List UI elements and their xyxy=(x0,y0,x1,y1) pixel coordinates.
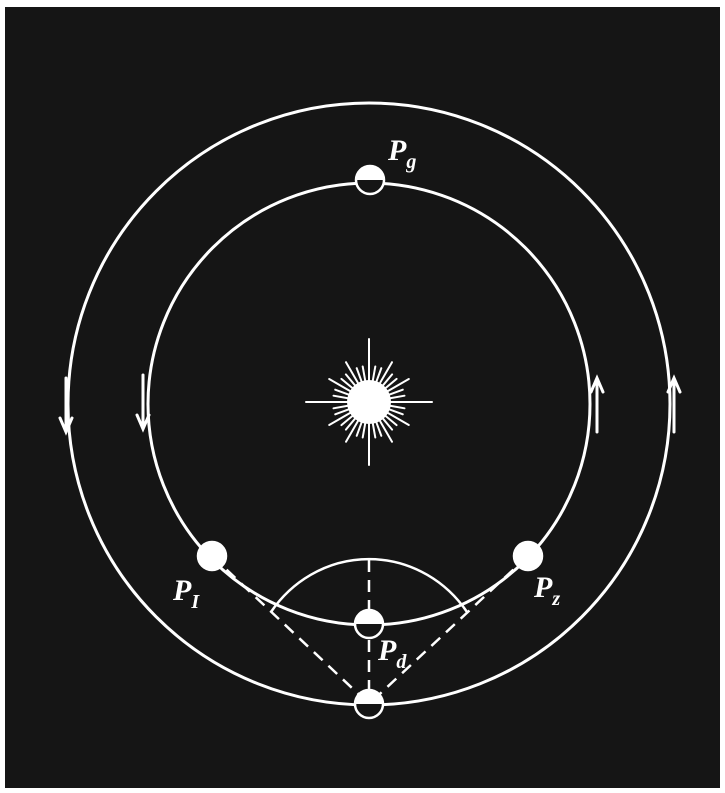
earth-observer xyxy=(355,690,383,718)
planet-p2 xyxy=(514,542,542,570)
planet-p1 xyxy=(198,542,226,570)
planet-pg xyxy=(356,166,384,194)
